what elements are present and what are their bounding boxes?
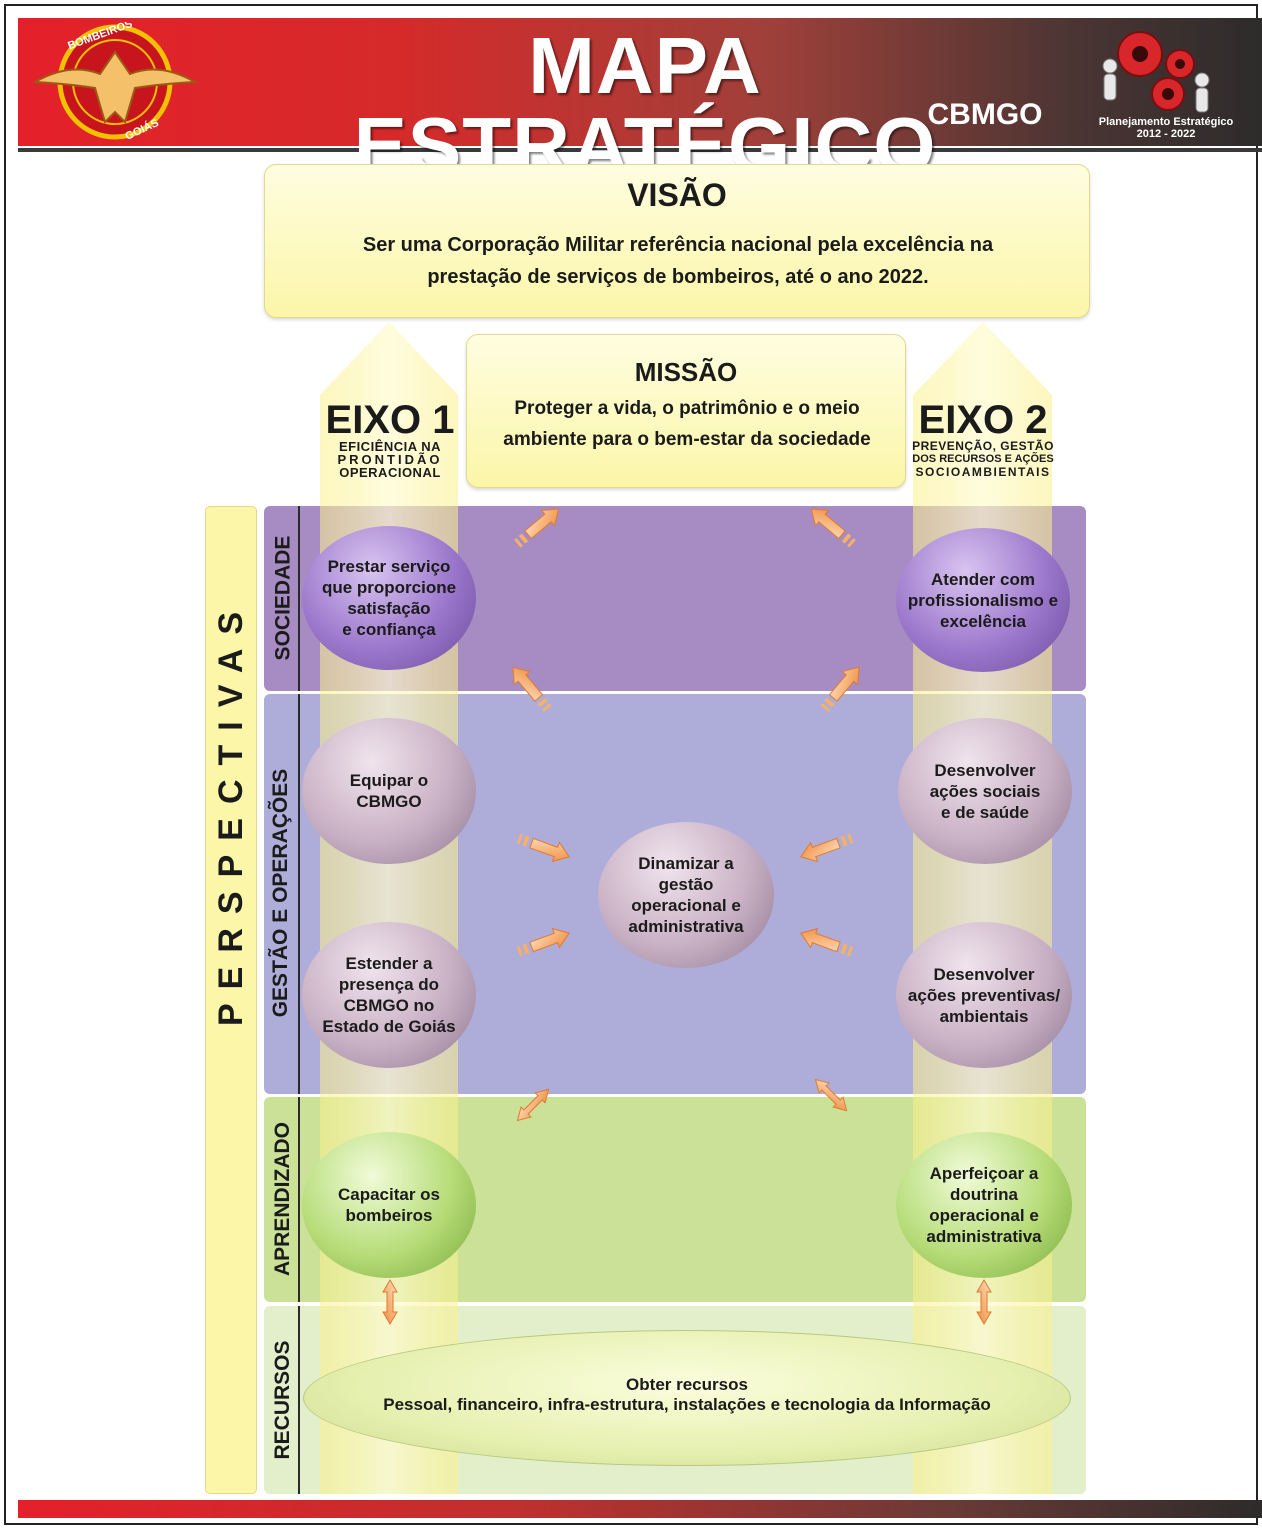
- objective-line: ambientais: [939, 1006, 1029, 1026]
- eixo2-sub-line: DOS RECURSOS E AÇÕES: [912, 453, 1054, 465]
- eixo1-sub-line: OPERACIONAL: [339, 465, 441, 480]
- objective-line: e confiança: [342, 620, 436, 639]
- objective-aperfeicoar: Aperfeiçoar a doutrina operacional e adm…: [896, 1132, 1072, 1278]
- plan-label-line2: 2012 - 2022: [1136, 128, 1196, 140]
- visao-text: Ser uma Corporação Militar referência na…: [362, 234, 994, 288]
- objective-line: profissionalismo e: [907, 590, 1059, 610]
- objective-estender: Estender a presença do CBMGO no Estado d…: [302, 922, 476, 1068]
- objective-line: Desenvolver: [933, 964, 1035, 984]
- eixo2-sub-line: SOCIOAMBIENTAIS: [915, 465, 1051, 479]
- objective-desenvolver-sociais: Desenvolver ações sociais e de saúde: [898, 718, 1072, 864]
- objective-line: Dinamizar a: [638, 854, 734, 873]
- eixo2-sub-line: PREVENÇÃO, GESTÃO: [912, 439, 1054, 453]
- eixo1-sub-line: PRONTIDÃO: [337, 452, 443, 467]
- objective-equipar: Equipar o CBMGO: [302, 718, 476, 864]
- plan-label-line1: Planejamento Estratégico: [1098, 116, 1234, 128]
- objective-line: Capacitar os: [337, 1185, 441, 1204]
- objective-line: Prestar serviço: [327, 557, 451, 576]
- objective-line: operacional e: [929, 1206, 1039, 1225]
- objective-line: excelência: [939, 611, 1026, 631]
- objective-line: doutrina: [949, 1185, 1018, 1204]
- header-banner: [18, 18, 1262, 146]
- visao-box: VISÃO Ser uma Corporação Militar referên…: [264, 164, 1090, 318]
- band-label-gestao-operacoes: GESTÃO E OPERAÇÕES: [269, 768, 292, 1018]
- band-divider: [298, 506, 300, 691]
- visao-title: VISÃO: [627, 177, 727, 213]
- objective-line: administrativa: [926, 1227, 1042, 1246]
- missao-box: MISSÃO Proteger a vida, o patrimônio e o…: [466, 334, 906, 488]
- band-divider: [298, 1097, 300, 1302]
- objective-line: operacional e: [631, 896, 741, 915]
- plan-label: Planejamento Estratégico 2012 - 2022: [1076, 116, 1256, 140]
- objective-dinamizar: Dinamizar a gestão operacional e adminis…: [598, 822, 774, 968]
- page-frame: [4, 4, 1258, 1525]
- objective-obter-recursos: Obter recursos Pessoal, financeiro, infr…: [303, 1330, 1071, 1466]
- objective-line: ações sociais: [929, 781, 1041, 801]
- objective-line: administrativa: [628, 917, 744, 936]
- band-label-aprendizado: APRENDIZADO: [271, 1122, 294, 1277]
- band-divider: [298, 1306, 300, 1494]
- eixo2-label: EIXO 2 PREVENÇÃO, GESTÃO DOS RECURSOS E …: [908, 400, 1058, 479]
- recursos-title: Obter recursos: [626, 1375, 748, 1394]
- objective-atender: Atender com profissionalismo e excelênci…: [896, 528, 1070, 672]
- objective-line: bombeiros: [345, 1206, 433, 1225]
- missao-title: MISSÃO: [634, 357, 738, 387]
- bombeiros-logo: BOMBEIROS GOIÁS: [31, 22, 199, 142]
- objective-line: que proporcione: [321, 578, 457, 597]
- objective-line: Estender a: [345, 954, 433, 973]
- gears-icon: [1102, 31, 1210, 113]
- missao-text: Proteger a vida, o patrimônio e o meio a…: [503, 398, 871, 450]
- objective-line: e de saúde: [941, 802, 1029, 822]
- objective-line: satisfação: [347, 599, 431, 618]
- header-underline: [18, 148, 1262, 152]
- objective-line: Equipar o: [349, 771, 429, 790]
- objective-line: Atender com: [931, 569, 1035, 589]
- objective-line: CBMGO no: [343, 996, 435, 1015]
- objective-capacitar: Capacitar os bombeiros: [302, 1132, 476, 1278]
- eixo1-title: EIXO 1: [325, 398, 455, 442]
- objective-line: Desenvolver: [934, 760, 1036, 780]
- eixo1-sub-line: EFICIÊNCIA NA: [338, 439, 442, 454]
- objective-line: gestão: [658, 875, 714, 894]
- objective-line: presença do: [338, 975, 440, 994]
- objective-prestar-servico: Prestar serviço que proporcione satisfaç…: [302, 526, 476, 670]
- perspectivas-label: PERSPECTIVAS: [211, 598, 251, 1026]
- perspectivas-box: [205, 506, 257, 1494]
- footer-bar: [18, 1500, 1262, 1518]
- eixo2-title: EIXO 2: [918, 398, 1048, 442]
- eixo1-label: EIXO 1 EFICIÊNCIA NA PRONTIDÃO OPERACION…: [320, 400, 460, 479]
- band-divider: [298, 694, 300, 1094]
- objective-desenvolver-preventivas: Desenvolver ações preventivas/ ambientai…: [896, 922, 1072, 1068]
- objective-line: Aperfeiçoar a: [929, 1164, 1039, 1183]
- objective-line: CBMGO: [356, 792, 422, 811]
- band-label-recursos: RECURSOS: [271, 1340, 294, 1460]
- band-label-sociedade: SOCIEDADE: [271, 535, 295, 661]
- page-subtitle: CBMGO: [927, 98, 1043, 131]
- objective-line: ações preventivas/: [907, 985, 1061, 1005]
- objective-line: Estado de Goiás: [322, 1017, 456, 1036]
- recursos-text: Pessoal, financeiro, infra-estrutura, in…: [383, 1395, 991, 1414]
